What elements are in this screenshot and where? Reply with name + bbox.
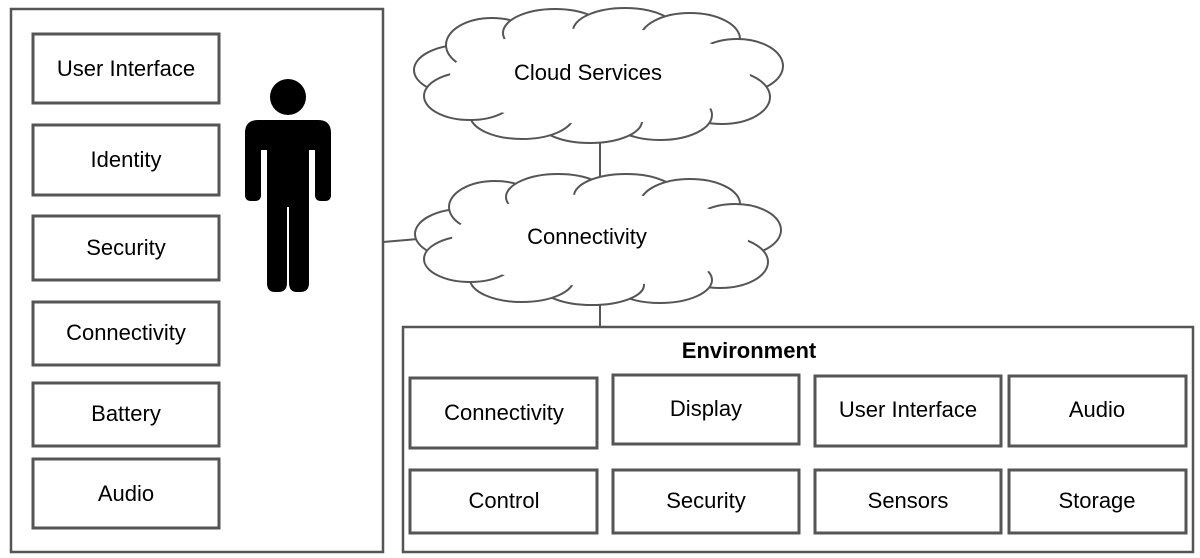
connectivity-cloud-label: Connectivity: [527, 224, 647, 249]
connector-device-to-connectivity: [382, 238, 419, 243]
environment-component-sensors: Sensors: [813, 468, 1003, 535]
environment-component-label: Audio: [1069, 397, 1125, 422]
environment-component-storage: Storage: [1007, 468, 1188, 535]
environment-component-security: Security: [611, 468, 801, 535]
cloud-shape: [413, 7, 784, 144]
environment-title: Environment: [682, 338, 817, 363]
connectivity-cloud: Connectivity: [414, 173, 782, 306]
environment-component-label: User Interface: [839, 397, 977, 422]
device-component-audio: Audio: [31, 457, 221, 530]
cloud-shape: [414, 173, 782, 306]
environment-panel: Environment Connectivity Display User In…: [401, 325, 1195, 554]
environment-component-label: Control: [469, 488, 540, 513]
device-panel: User Interface Identity Security Connect…: [9, 7, 385, 554]
device-component-label: Security: [86, 235, 165, 260]
device-component-label: Identity: [91, 147, 162, 172]
device-component-label: Battery: [91, 401, 161, 426]
environment-component-label: Display: [670, 396, 742, 421]
environment-component-user-interface: User Interface: [813, 374, 1003, 448]
device-component-label: Connectivity: [66, 320, 186, 345]
environment-component-connectivity: Connectivity: [408, 376, 599, 450]
cloud-services-label: Cloud Services: [514, 60, 662, 85]
environment-component-label: Sensors: [868, 488, 949, 513]
environment-component-label: Connectivity: [444, 400, 564, 425]
environment-component-label: Security: [666, 488, 745, 513]
cloud-services-cloud: Cloud Services: [413, 7, 784, 144]
environment-component-display: Display: [611, 373, 801, 446]
environment-component-control: Control: [408, 468, 599, 535]
device-component-security: Security: [31, 214, 221, 282]
device-component-identity: Identity: [31, 123, 221, 197]
device-component-connectivity: Connectivity: [31, 300, 221, 367]
device-component-user-interface: User Interface: [31, 32, 221, 105]
environment-component-audio: Audio: [1007, 374, 1188, 448]
environment-component-label: Storage: [1058, 488, 1135, 513]
person-icon: [245, 79, 331, 292]
device-component-label: User Interface: [57, 56, 195, 81]
device-component-battery: Battery: [31, 381, 221, 448]
device-component-label: Audio: [98, 481, 154, 506]
